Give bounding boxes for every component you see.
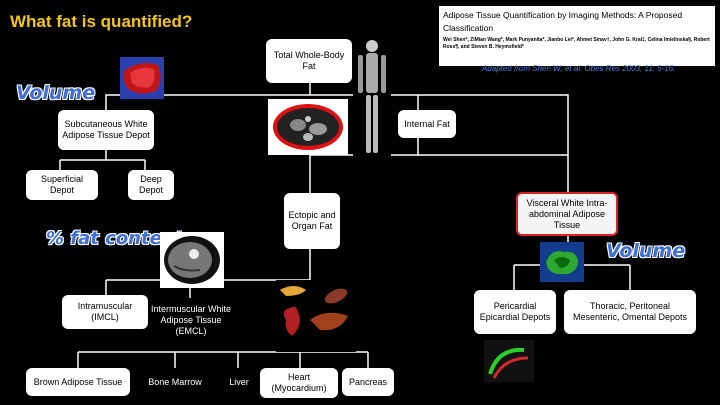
organs-illustration: [276, 280, 356, 352]
node-visceral: Visceral White Intra-abdominal Adipose T…: [516, 192, 618, 236]
node-thoracic: Thoracic, Peritoneal Mesenteric, Omental…: [564, 290, 696, 334]
node-deep: Deep Depot: [128, 170, 174, 200]
node-heart: Heart (Myocardium): [260, 368, 338, 398]
subcutaneous-fat-3d-image: [120, 57, 164, 99]
node-superficial: Superficial Depot: [26, 170, 98, 200]
muscle-mri-image: [160, 232, 224, 288]
fat-content-label: % fat content: [46, 228, 184, 249]
node-ectopic: Ectopic and Organ Fat: [284, 193, 340, 249]
reference-authors: Wei Shen*, ZiMian Wang*, Mark Punyanita*…: [443, 37, 710, 50]
node-brown-adipose: Brown Adipose Tissue: [26, 368, 130, 396]
node-pericardial: Pericardial Epicardial Depots: [474, 290, 556, 334]
citation: Adapted from Shen W, et al. Obes Res 200…: [482, 64, 676, 73]
volume-label-right: Volume: [606, 240, 686, 262]
node-liver: Liver: [229, 377, 249, 387]
reference-title: Adipose Tissue Quantification by Imaging…: [443, 10, 683, 33]
node-subcutaneous: Subcutaneous White Adipose Tissue Depot: [58, 110, 154, 150]
volume-label-left: Volume: [16, 82, 96, 104]
cardiac-mri-image: [484, 340, 534, 382]
node-intramuscular: Intramuscular (IMCL): [62, 295, 148, 329]
node-pancreas: Pancreas: [342, 368, 394, 396]
abdominal-mri-image: [268, 99, 348, 155]
reference-card: Adipose Tissue Quantification by Imaging…: [439, 6, 715, 66]
node-internal-fat: Internal Fat: [398, 110, 456, 138]
page-title: What fat is quantified?: [10, 12, 193, 31]
node-total-fat: Total Whole-Body Fat: [266, 39, 352, 83]
node-bone-marrow: Bone Marrow: [148, 377, 202, 387]
whole-body-scan-image: [353, 37, 391, 157]
visceral-fat-3d-image: [540, 242, 584, 282]
node-intermuscular: Intermuscular White Adipose Tissue (EMCL…: [150, 304, 232, 336]
